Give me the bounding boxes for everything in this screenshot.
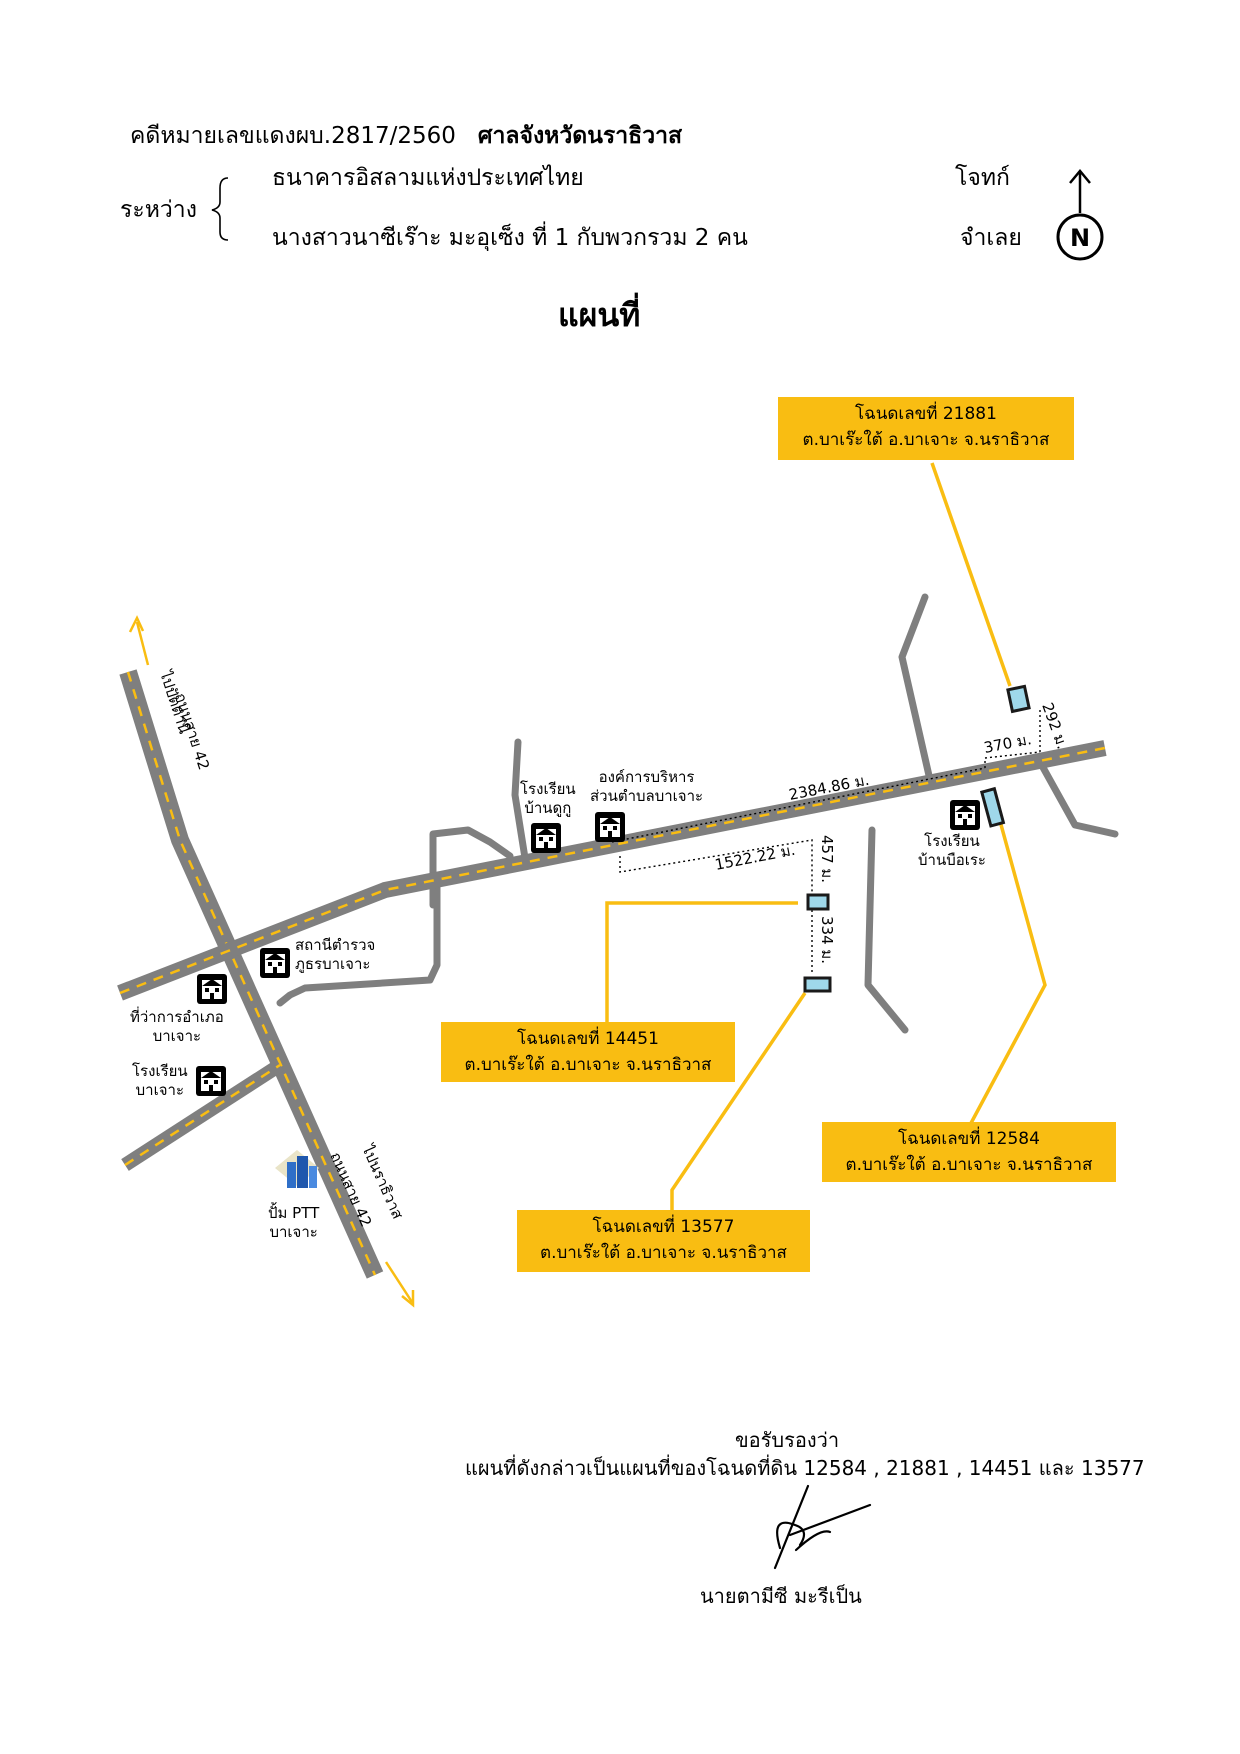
land-plots (803, 684, 1031, 993)
main-east-road (117, 740, 1107, 1001)
deed-box-14451: โฉนดเลขที่ 14451 ต.บาเร๊ะใต้ อ.บาเจาะ จ.… (441, 1022, 735, 1082)
label-district-1: ที่ว่าการอำเภอ (130, 1008, 224, 1026)
deed-location: ต.บาเร๊ะใต้ อ.บาเจาะ จ.นราธิวาส (802, 430, 1050, 450)
case-number: คดีหมายเลขแดงผบ.2817/2560 ศาลจังหวัดนราธ… (130, 118, 682, 154)
label-school-bue: โรงเรียน บ้านบือเระ (918, 832, 986, 870)
plaintiff-name: ธนาคารอิสลามแห่งประเทศไทย (272, 165, 584, 191)
deed-location: ต.บาเร๊ะใต้ อ.บาเจาะ จ.นราธิวาส (464, 1055, 712, 1075)
side-road-police (276, 876, 441, 1007)
side-road-west (429, 826, 514, 909)
building-icon (260, 948, 290, 978)
highway-42 (119, 669, 384, 1279)
deed-title: โฉนดเลขที่ 13577 (592, 1217, 735, 1237)
plaintiff-role: โจทก์ (955, 165, 1010, 191)
plot-13577 (803, 976, 832, 993)
label-school-bue-2: บ้านบือเระ (918, 851, 986, 869)
signature (773, 1484, 872, 1570)
defendant-role: จำเลย (960, 225, 1022, 251)
deed-leaders (605, 462, 1047, 1210)
plot-14451 (806, 893, 830, 911)
court-name: ศาลจังหวัดนราธิวาส (477, 123, 683, 149)
label-sao: องค์การบริหาร ส่วนตำบลบาเจาะ (590, 768, 703, 806)
label-ptt-1: ปั้ม PTT (268, 1204, 320, 1222)
label-sao-2: ส่วนตำบลบาเจาะ (590, 787, 704, 805)
label-sao-1: องค์การบริหาร (598, 768, 695, 786)
plot-12584 (979, 786, 1006, 828)
deed-title: โฉนดเลขที่ 14451 (517, 1029, 659, 1049)
deed-box-13577: โฉนดเลขที่ 13577 ต.บาเร๊ะใต้ อ.บาเจาะ จ.… (517, 1210, 810, 1272)
direction-arrows (128, 615, 415, 1308)
label-district-2: บาเจาะ (152, 1027, 202, 1045)
deed-box-21881: โฉนดเลขที่ 21881 ต.บาเร๊ะใต้ อ.บาเจาะ จ.… (778, 397, 1074, 460)
distance-334: 334 ม. (818, 916, 836, 964)
side-road-east (1036, 758, 1119, 838)
label-police: สถานีตำรวจ ภูธรบาเจาะ (295, 936, 375, 974)
label-ptt: ปั้ม PTT บาเจาะ (268, 1204, 319, 1242)
building-icon (595, 812, 625, 842)
label-school-bj: โรงเรียน บาเจาะ (132, 1062, 188, 1100)
label-school-dutu: โรงเรียน บ้านดูกู (520, 780, 576, 818)
side-road-south (864, 826, 909, 1034)
label-school-bue-1: โรงเรียน (924, 832, 980, 850)
deed-title: โฉนดเลขที่ 21881 (855, 404, 997, 424)
signer-name: นายตามีซี มะรีเป็น (700, 1584, 862, 1608)
label-police-2: ภูธรบาเจาะ (295, 955, 371, 973)
north-letter: N (1070, 224, 1090, 252)
label-police-1: สถานีตำรวจ (295, 936, 376, 954)
distance-457: 457 ม. (818, 835, 836, 883)
label-school-bj-1: โรงเรียน (132, 1062, 188, 1080)
certify-line1: ขอรับรองว่า (735, 1428, 840, 1452)
label-district: ที่ว่าการอำเภอ บาเจาะ (130, 1008, 224, 1046)
label-school-bj-2: บาเจาะ (135, 1081, 184, 1099)
building-icon (950, 800, 980, 830)
deed-location: ต.บาเร๊ะใต้ อ.บาเจาะ จ.นราธิวาส (845, 1155, 1093, 1175)
north-arrow-icon: N (1056, 169, 1104, 261)
distance-292: 292 ม. (1038, 700, 1071, 751)
side-road-dutu (511, 738, 529, 862)
brace-icon (211, 177, 229, 241)
plot-21881 (1006, 684, 1031, 714)
case-number-text: คดีหมายเลขแดงผบ.2817/2560 (130, 123, 456, 149)
building-icon (197, 974, 227, 1004)
certify-line2: แผนที่ดังกล่าวเป็นแผนที่ของโฉนดที่ดิน 12… (465, 1456, 1145, 1480)
building-icon (196, 1066, 226, 1096)
south-west-road (121, 1059, 284, 1171)
building-icons (196, 800, 980, 1096)
deed-location: ต.บาเร๊ะใต้ อ.บาเจาะ จ.นราธิวาส (540, 1243, 787, 1263)
distance-1522: 1522.22 ม. (713, 841, 796, 874)
ptt-station-icon (275, 1150, 319, 1188)
distance-lines (611, 708, 1041, 975)
building-icon (531, 823, 561, 853)
deed-box-12584: โฉนดเลขที่ 12584 ต.บาเร๊ะใต้ อ.บาเจาะ จ.… (822, 1122, 1116, 1182)
page-title: แผนที่ (558, 296, 641, 334)
label-school-dutu-2: บ้านดูกู (524, 799, 572, 817)
label-ptt-2: บาเจาะ (269, 1223, 318, 1241)
label-school-dutu-1: โรงเรียน (520, 780, 576, 798)
defendant-name: นางสาวนาซีเร๊าะ มะอุเซ็ง ที่ 1 กับพวกรวม… (272, 225, 748, 251)
side-road-north (898, 593, 934, 784)
deed-title: โฉนดเลขที่ 12584 (898, 1129, 1040, 1149)
between-label: ระหว่าง (120, 197, 197, 223)
